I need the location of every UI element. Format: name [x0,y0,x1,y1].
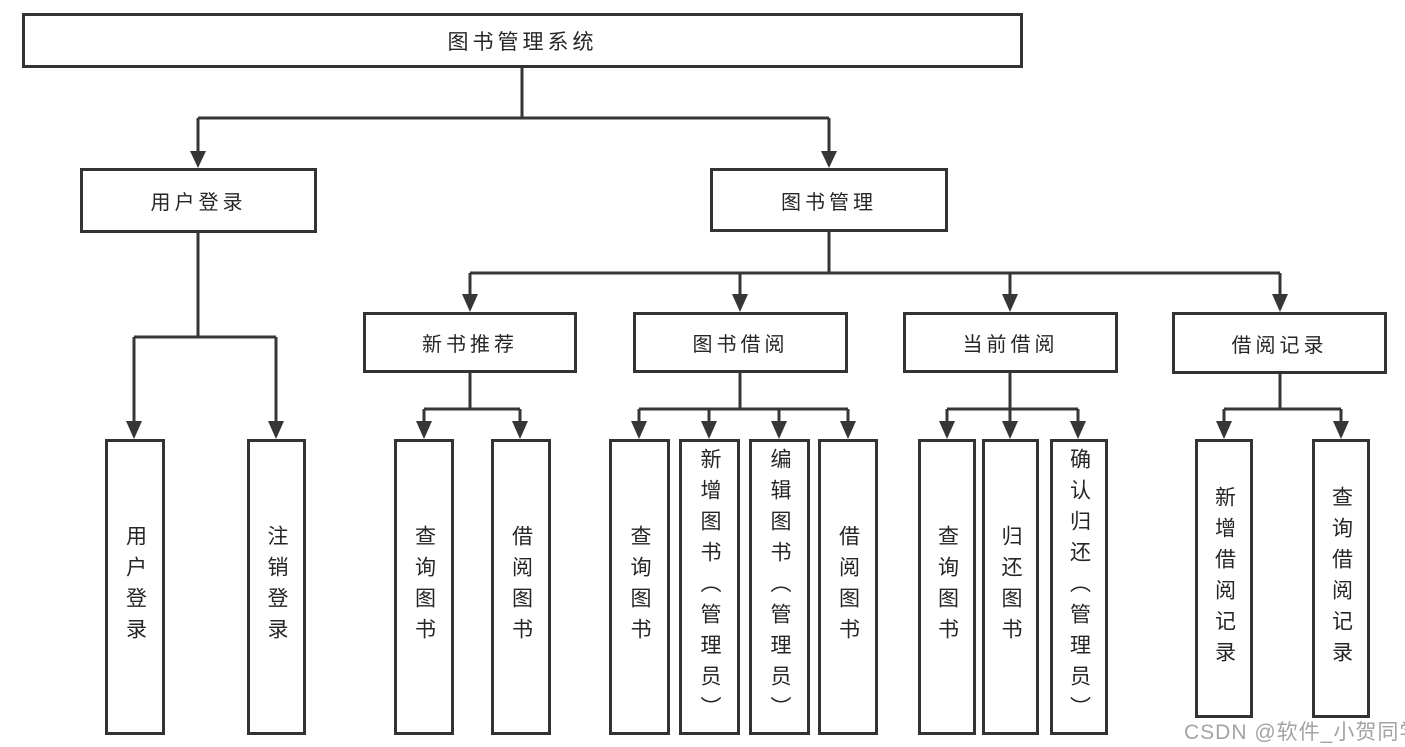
node-book-borrow: 图书借阅 [633,312,848,373]
node-library-management-system-label: 图书管理系统 [447,30,598,54]
leaf-edit-book-admin: 编辑图书（管理员） [749,439,810,735]
node-book-borrow-label: 图书借阅 [692,334,789,356]
node-borrow-record-label: 借阅记录 [1231,334,1328,357]
leaf-logout-login: 注销登录 [247,439,306,735]
node-book-management: 图书管理 [710,168,948,232]
node-borrow-record: 借阅记录 [1172,312,1387,374]
leaf-add-book-admin-label: 新增图书（管理员） [698,447,721,727]
leaf-user-login-label: 用户登录 [123,525,147,649]
leaf-query-borrow-record-label: 查询借阅记录 [1329,485,1353,672]
leaf-return-book-label: 归还图书 [999,525,1022,649]
leaf-edit-book-admin-label: 编辑图书（管理员） [768,447,791,727]
leaf-add-book-admin: 新增图书（管理员） [679,439,740,735]
node-user-login: 用户登录 [80,168,317,233]
node-new-book-recommend-label: 新书推荐 [422,334,518,356]
node-library-management-system: 图书管理系统 [22,13,1023,68]
leaf-user-login: 用户登录 [105,439,165,735]
leaf-confirm-return-admin: 确认归还（管理员） [1050,439,1108,735]
leaf-confirm-return-admin-label: 确认归还（管理员） [1067,447,1091,727]
leaf-query-book-borrow: 查询图书 [609,439,670,735]
leaf-return-book: 归还图书 [982,439,1039,735]
leaf-add-borrow-record-label: 新增借阅记录 [1212,485,1236,672]
leaf-borrow-book: 借阅图书 [818,439,878,735]
leaf-query-book-borrow-label: 查询图书 [628,525,651,649]
leaf-query-book-current-label: 查询图书 [935,525,959,649]
leaf-logout-login-label: 注销登录 [265,525,288,649]
leaf-borrow-book-label: 借阅图书 [836,525,860,649]
csdn-watermark: CSDN @软件_小贺同学 [1184,721,1405,744]
node-current-borrow: 当前借阅 [903,312,1118,373]
leaf-borrow-book-recommend-label: 借阅图书 [509,525,533,649]
leaf-query-book-current: 查询图书 [918,439,976,735]
node-user-login-label: 用户登录 [150,192,247,214]
node-book-management-label: 图书管理 [781,191,877,214]
leaf-query-book-recommend: 查询图书 [394,439,454,735]
leaf-add-borrow-record: 新增借阅记录 [1195,439,1253,718]
node-current-borrow-label: 当前借阅 [962,334,1059,356]
leaf-query-borrow-record: 查询借阅记录 [1312,439,1370,718]
node-new-book-recommend: 新书推荐 [363,312,577,373]
leaf-borrow-book-recommend: 借阅图书 [491,439,551,735]
leaf-query-book-recommend-label: 查询图书 [412,525,436,649]
